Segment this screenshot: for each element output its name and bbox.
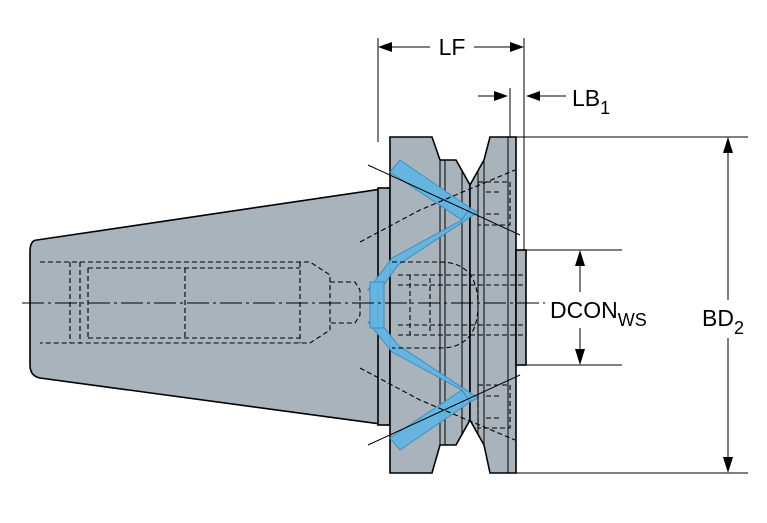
dimension-lb1: LB1 <box>478 85 610 137</box>
dimension-lf: LF <box>377 33 525 250</box>
flange-hidden-features <box>359 164 525 446</box>
taper-shank <box>29 187 391 426</box>
dimension-bd2: BD2 <box>516 136 762 474</box>
shank-hidden-bore <box>40 261 361 344</box>
dimension-dcon-ws: DCONWS <box>526 249 680 366</box>
flange <box>389 136 517 474</box>
coolant-channels <box>366 159 479 451</box>
dcon-ws-label: DCONWS <box>550 297 647 330</box>
lf-label: LF <box>439 34 466 60</box>
lb1-label: LB1 <box>572 85 610 118</box>
bd2-label: BD2 <box>702 305 744 338</box>
front-spigot <box>515 249 527 366</box>
